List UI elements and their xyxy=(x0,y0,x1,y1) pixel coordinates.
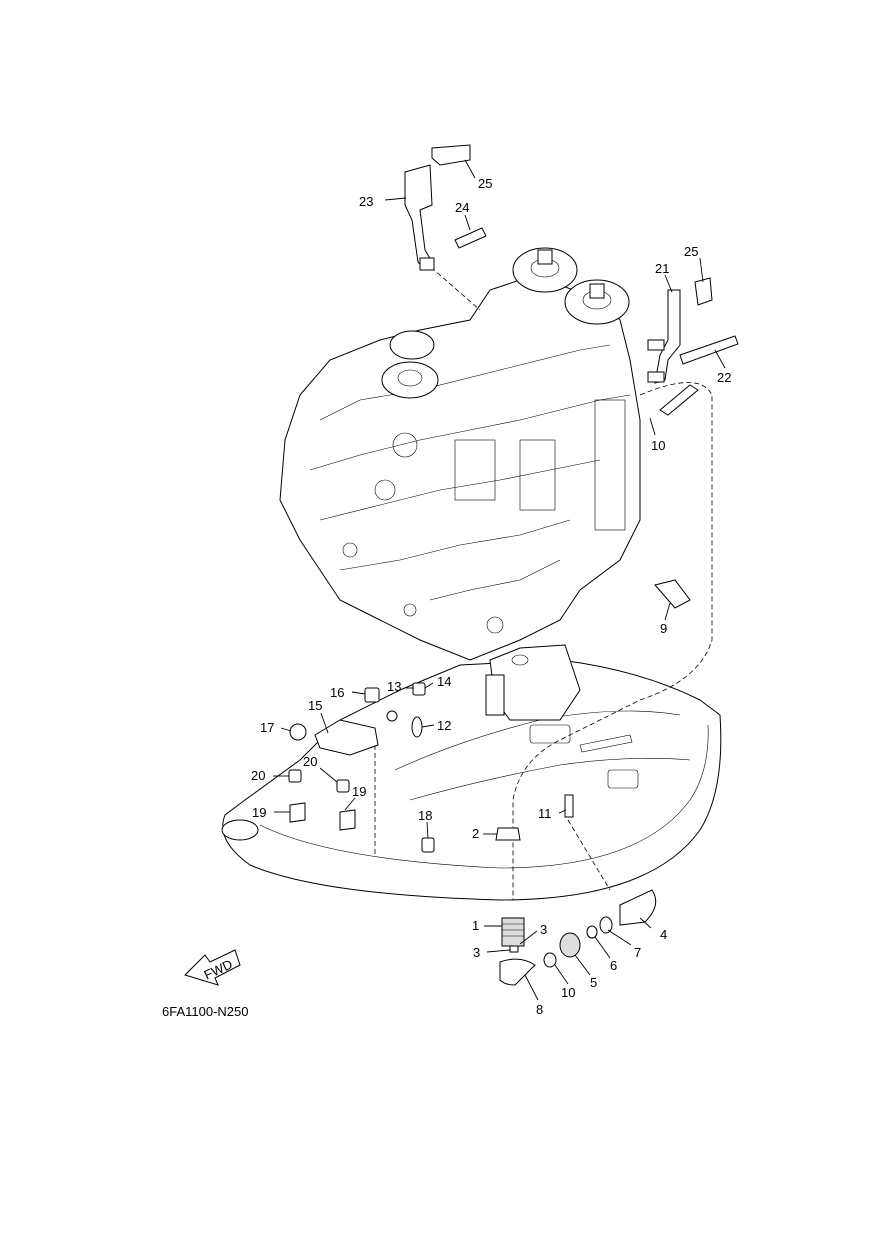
callout-21: 21 xyxy=(655,261,669,276)
callout-23: 23 xyxy=(359,194,373,209)
fwd-arrow-icon: FWD xyxy=(184,949,241,986)
callout-7: 7 xyxy=(634,945,641,960)
callout-2: 2 xyxy=(472,826,479,841)
bracket-top xyxy=(404,144,487,271)
callout-11: 11 xyxy=(538,806,552,821)
callout-20: 20 xyxy=(251,768,265,783)
crank-pulley xyxy=(381,330,439,399)
callout-16: 16 xyxy=(330,685,344,700)
callout-5: 5 xyxy=(590,975,597,990)
callout-24: 24 xyxy=(455,200,469,215)
callout-19: 19 xyxy=(252,805,266,820)
cam-pulley-2 xyxy=(564,279,630,325)
engine-block xyxy=(279,247,641,661)
callout-1: 1 xyxy=(472,918,479,933)
callout-8: 8 xyxy=(536,1002,543,1017)
callout-4: 4 xyxy=(660,927,667,942)
callout-25: 25 xyxy=(478,176,492,191)
callout-13: 13 xyxy=(387,679,401,694)
callout-labels: 25 23 24 21 25 22 10 9 16 13 14 15 17 12… xyxy=(251,176,731,1017)
callout-9: 9 xyxy=(660,621,667,636)
callout-3: 3 xyxy=(540,922,547,937)
grommet-assembly xyxy=(499,889,657,986)
callout-19b: 19 xyxy=(352,784,366,799)
hose-route xyxy=(512,382,713,900)
cam-pulley-1 xyxy=(512,247,578,293)
callout-22: 22 xyxy=(717,370,731,385)
callout-18: 18 xyxy=(418,808,432,823)
callout-12: 12 xyxy=(437,718,451,733)
bottom-cowling xyxy=(221,644,722,901)
callout-10b: 10 xyxy=(561,985,575,1000)
callout-14: 14 xyxy=(437,674,451,689)
callout-20b: 20 xyxy=(303,754,317,769)
callout-15: 15 xyxy=(308,698,322,713)
callout-17: 17 xyxy=(260,720,274,735)
callout-10: 10 xyxy=(651,438,665,453)
leader-lines xyxy=(273,159,726,1001)
small-parts xyxy=(288,579,691,853)
callout-3b: 3 xyxy=(473,945,480,960)
callout-25b: 25 xyxy=(684,244,698,259)
bracket-right xyxy=(647,277,739,416)
drawing-code: 6FA1100-N250 xyxy=(162,1004,249,1019)
callout-6: 6 xyxy=(610,958,617,973)
